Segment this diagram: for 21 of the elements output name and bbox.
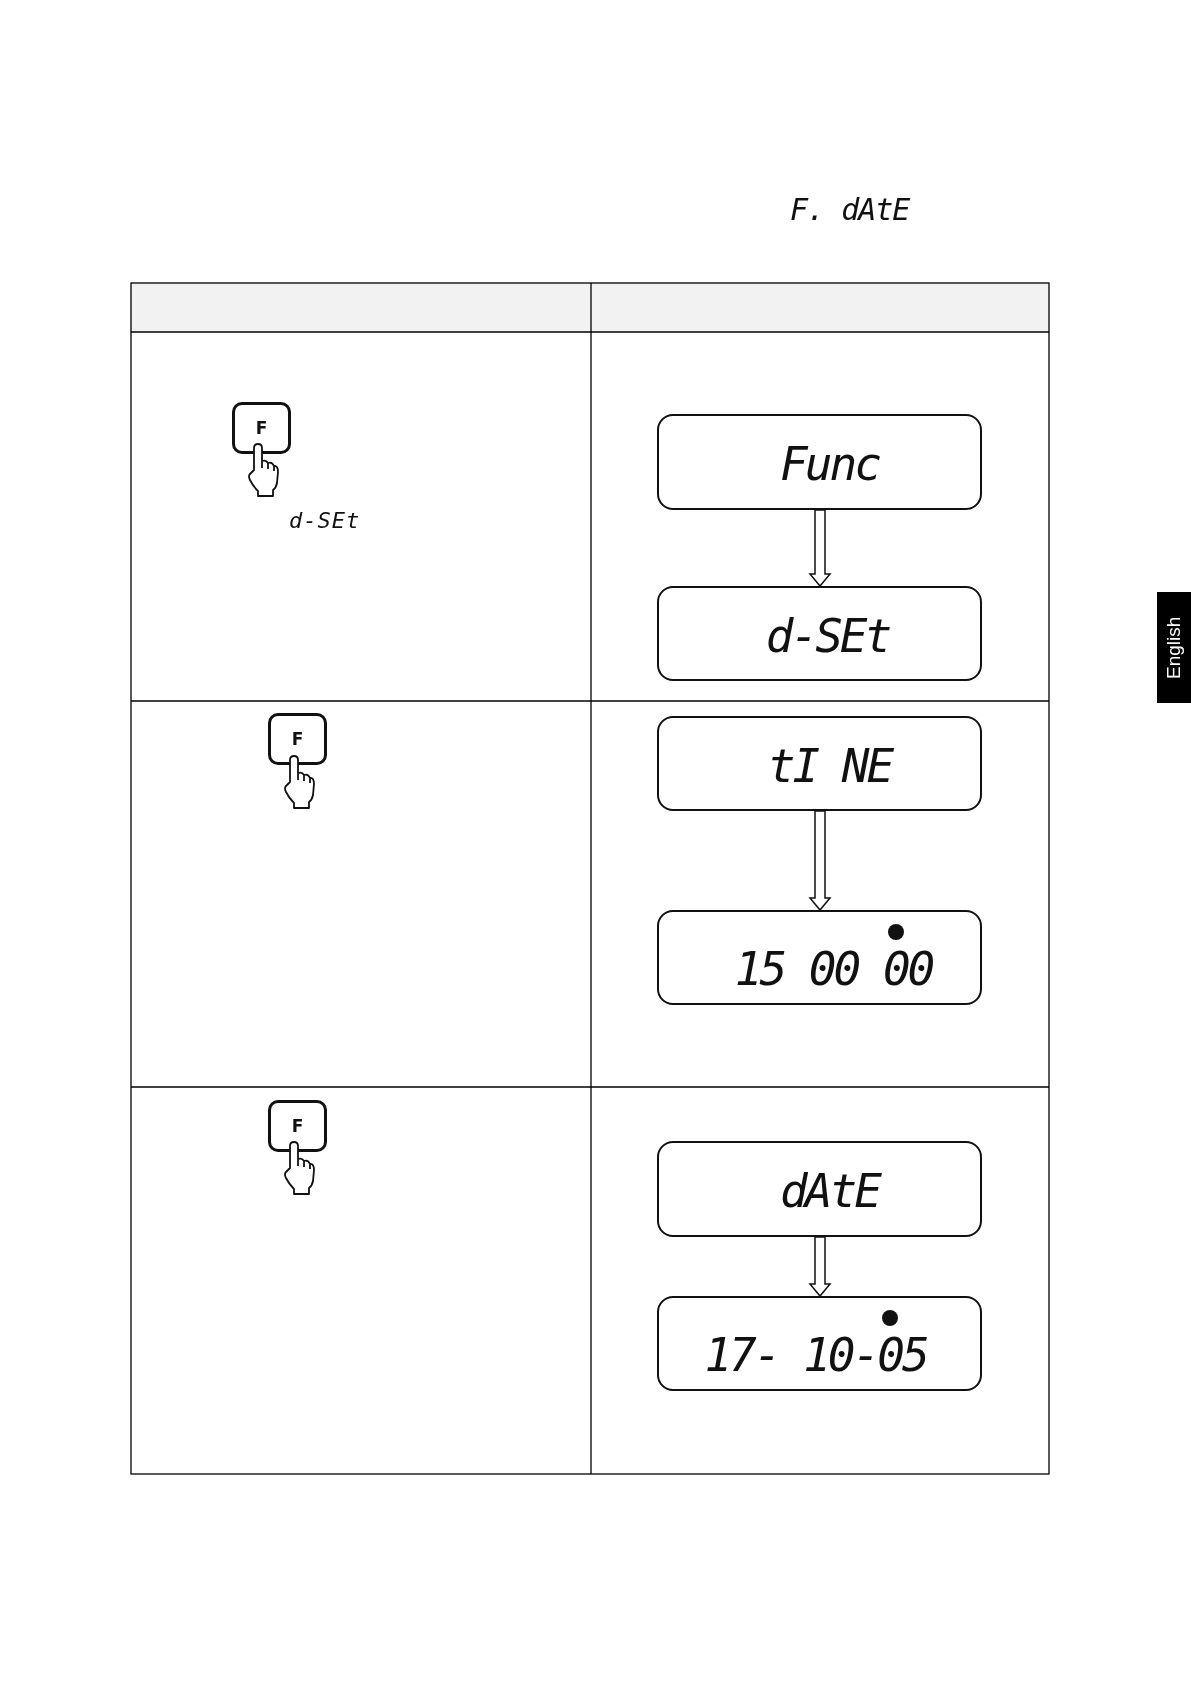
display-readout: tI NE xyxy=(767,742,892,789)
language-tab: English xyxy=(1157,592,1191,703)
lcd-display xyxy=(657,716,982,811)
lcd-display xyxy=(657,910,982,1005)
menu-code-text: F. dAtE xyxy=(790,195,910,225)
down-arrow xyxy=(808,810,832,912)
function-key: F xyxy=(232,402,291,454)
function-key: F xyxy=(268,713,327,765)
down-arrow xyxy=(808,1236,832,1298)
display-readout: 17- 10-05 xyxy=(704,1331,927,1378)
lcd-display xyxy=(657,586,982,681)
menu-code-text: d-SEt xyxy=(289,510,361,532)
lcd-display xyxy=(657,414,982,510)
function-key: F xyxy=(268,1100,327,1152)
lcd-display xyxy=(657,1141,982,1237)
display-readout: d-SEt xyxy=(765,612,890,659)
display-readout: Func xyxy=(780,441,879,487)
lcd-display xyxy=(657,1296,982,1391)
display-readout: 15 00 00 xyxy=(734,945,933,992)
display-readout: dAtE xyxy=(780,1168,879,1214)
down-arrow xyxy=(808,509,832,588)
